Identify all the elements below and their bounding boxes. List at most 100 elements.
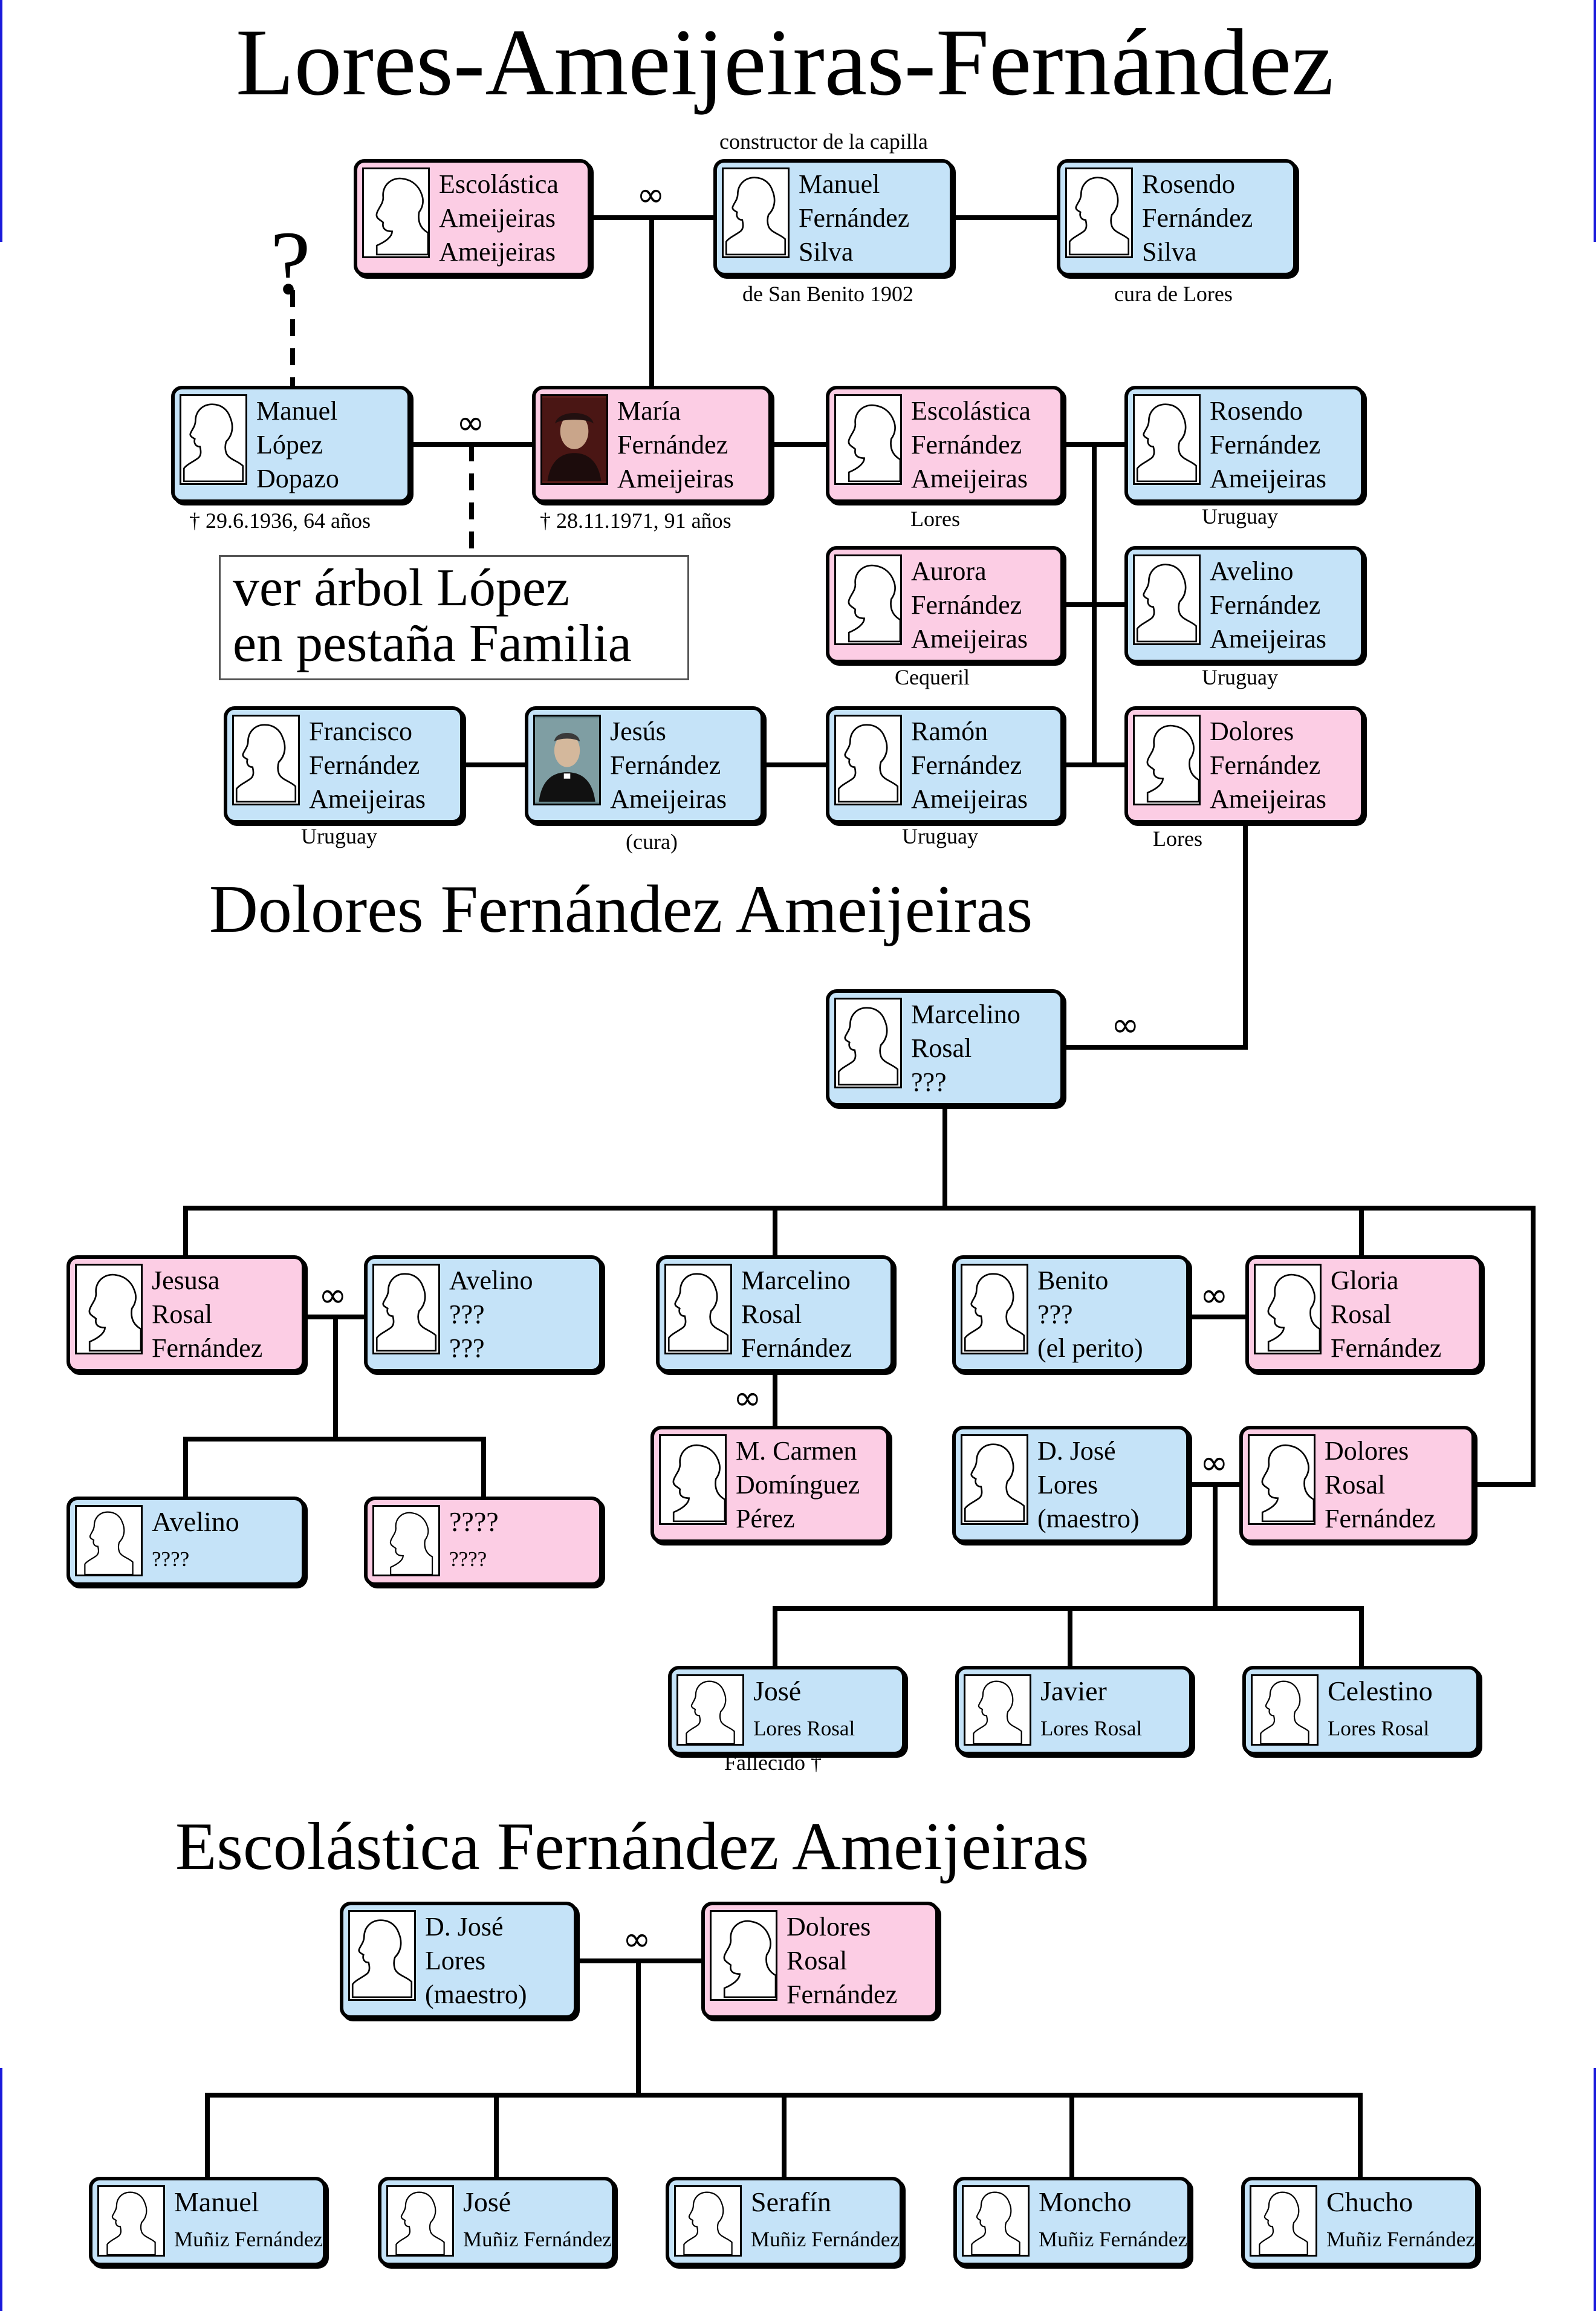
- silhouette-male-icon: [97, 2185, 165, 2257]
- person-name: Moncho: [1039, 2186, 1132, 2217]
- person-name: Celestino: [1328, 1676, 1433, 1706]
- caption-above-manuel-fs: constructor de la capilla: [719, 129, 928, 154]
- person-surname: Lores Rosal: [1328, 1717, 1430, 1740]
- person-card-avelino-unknown[interactable]: Avelino??????: [364, 1255, 603, 1373]
- person-card-javier-lores-rosal[interactable]: Javier Lores Rosal: [955, 1666, 1193, 1755]
- caption-below-manuel-ld: † 29.6.1936, 64 años: [189, 509, 371, 533]
- caption-below-jose-lr: Fallecido †: [724, 1750, 822, 1775]
- person-line: Fernández: [911, 750, 1022, 780]
- note-box: ver árbol López en pestaña Familia: [219, 555, 689, 680]
- silhouette-male-icon: [834, 715, 902, 805]
- person-surname: Muñiz Fernández: [463, 2228, 612, 2251]
- person-line: Dolores: [1210, 717, 1294, 746]
- person-line: Fernández: [610, 750, 721, 780]
- person-line: ???: [911, 1067, 947, 1097]
- person-surname: Muñiz Fernández: [1039, 2228, 1187, 2251]
- person-card-jose-lores-rosal[interactable]: José Lores Rosal: [668, 1666, 906, 1755]
- silhouette-male-icon: [348, 1910, 416, 2001]
- person-name: José: [463, 2186, 511, 2217]
- person-line: D. José: [425, 1912, 504, 1942]
- silhouette-male-icon: [834, 998, 902, 1088]
- silhouette-male-icon: [1133, 554, 1201, 645]
- person-card-jose-muniz[interactable]: José Muñiz Fernández: [378, 2177, 615, 2266]
- person-card-avelino-child[interactable]: Avelino ????: [66, 1497, 305, 1586]
- person-line: Fernández: [152, 1333, 263, 1363]
- person-card-serafin-muniz[interactable]: Serafín Muñiz Fernández: [666, 2177, 903, 2266]
- person-line: Rosal: [152, 1299, 213, 1329]
- silhouette-female-icon: [362, 167, 430, 258]
- person-line: Rosendo: [1142, 169, 1235, 199]
- person-line: Fernández: [787, 1980, 898, 2009]
- person-line: Dolores: [1325, 1436, 1409, 1466]
- person-card-moncho-muniz[interactable]: Moncho Muñiz Fernández: [953, 2177, 1191, 2266]
- silhouette-male-icon: [722, 167, 790, 258]
- person-line: Dolores: [787, 1912, 871, 1942]
- person-line: Rosal: [1325, 1470, 1386, 1500]
- person-line: Escolástica: [439, 169, 559, 199]
- page-edge-mark: [0, 0, 2, 242]
- silhouette-male-icon: [961, 1264, 1028, 1354]
- person-card-unknown-child[interactable]: ???? ????: [364, 1497, 603, 1586]
- person-line: Ameijeiras: [911, 464, 1028, 493]
- person-line: (el perito): [1037, 1333, 1143, 1363]
- silhouette-female-icon: [1133, 715, 1201, 805]
- person-line: Fernández: [617, 430, 728, 460]
- person-line: Lores: [1037, 1470, 1098, 1500]
- person-card-chucho-muniz[interactable]: Chucho Muñiz Fernández: [1241, 2177, 1479, 2266]
- person-line: Pérez: [736, 1504, 795, 1533]
- marriage-symbol: ∞: [623, 1920, 651, 1959]
- person-line: Jesusa: [152, 1266, 220, 1295]
- silhouette-male-icon: [664, 1264, 732, 1354]
- person-line: Rosendo: [1210, 396, 1303, 426]
- person-card-celestino-lores-rosal[interactable]: Celestino Lores Rosal: [1242, 1666, 1480, 1755]
- silhouette-male-icon: [676, 1674, 744, 1746]
- person-line: Fernández: [1325, 1504, 1436, 1533]
- person-name: José: [753, 1676, 802, 1706]
- person-line: Avelino: [1210, 556, 1294, 586]
- person-line: Ameijeiras: [617, 464, 735, 493]
- silhouette-male-icon: [1133, 394, 1201, 485]
- silhouette-male-icon: [1065, 167, 1133, 258]
- page-edge-mark: [1594, 0, 1596, 242]
- person-line: Fernández: [1142, 203, 1253, 233]
- person-line: Benito: [1037, 1266, 1109, 1295]
- person-card-benito[interactable]: Benito???(el perito): [952, 1255, 1190, 1373]
- note-line-2: en pestaña Familia: [233, 614, 632, 673]
- person-line: Silva: [799, 237, 854, 267]
- marriage-symbol: ∞: [733, 1379, 762, 1418]
- marriage-symbol: ∞: [1111, 1006, 1140, 1045]
- person-card-manuel-muniz[interactable]: Manuel Muñiz Fernández: [89, 2177, 326, 2266]
- person-line: ???: [449, 1333, 485, 1363]
- silhouette-female-icon: [710, 1910, 777, 2001]
- silhouette-female-icon: [1254, 1264, 1322, 1354]
- marriage-symbol: ∞: [637, 175, 665, 215]
- person-line: Rosal: [1331, 1299, 1392, 1329]
- section-title-dolores: Dolores Fernández Ameijeiras: [209, 872, 1033, 947]
- person-line: D. José: [1037, 1436, 1116, 1466]
- person-line: Domínguez: [736, 1470, 860, 1500]
- person-line: Fernández: [911, 430, 1022, 460]
